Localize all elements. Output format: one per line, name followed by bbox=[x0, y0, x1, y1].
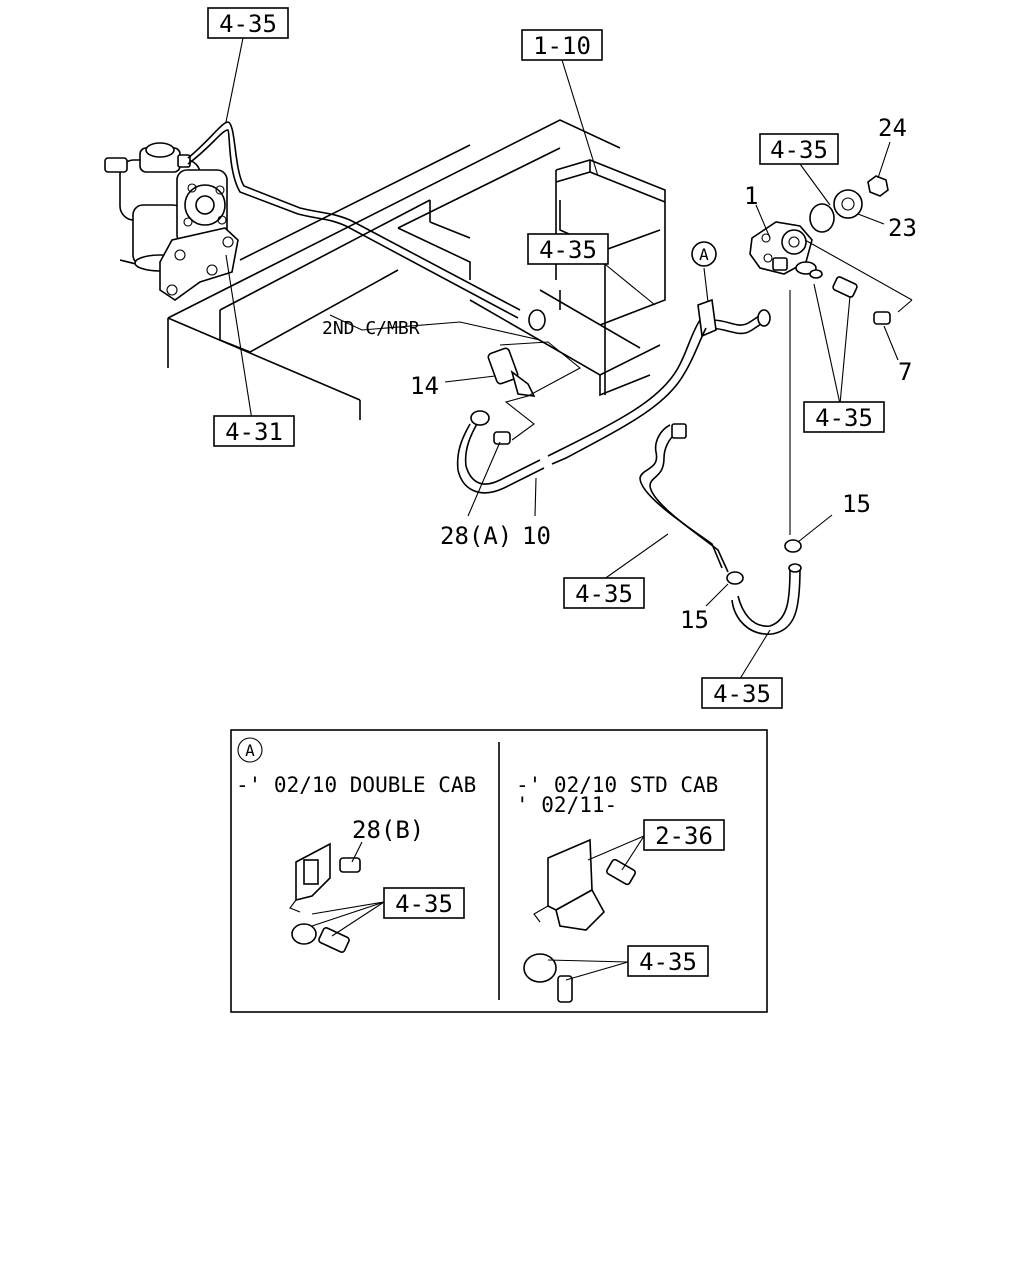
leader-lines bbox=[225, 37, 899, 683]
part-label-28a: 28(A) bbox=[440, 522, 512, 550]
oil-pump bbox=[749, 175, 913, 325]
ref-box-2: 1-10 bbox=[521, 29, 603, 61]
pressure-pipe bbox=[187, 121, 546, 331]
ref-box-4: 4-35 bbox=[759, 133, 839, 165]
ref-text: 4-35 bbox=[770, 136, 828, 164]
ref-text: 4-35 bbox=[219, 10, 277, 38]
inset-circle-a-label: A bbox=[245, 741, 255, 760]
ref-box-1: 4-35 bbox=[207, 7, 289, 39]
circle-a-label: A bbox=[699, 245, 709, 264]
pump-hose bbox=[711, 290, 791, 535]
ref-text: 2-36 bbox=[655, 822, 713, 850]
ref-text: 4-35 bbox=[575, 580, 633, 608]
return-hose bbox=[639, 423, 802, 635]
ref-box-10: 2-36 bbox=[643, 819, 725, 851]
ref-box-5: 4-31 bbox=[213, 415, 295, 447]
std-cab-bracket bbox=[523, 835, 645, 1003]
part-labels: 24 1 23 7 14 15 15 28(A) 10 2ND C/MBR A bbox=[322, 114, 917, 634]
ref-text: 4-35 bbox=[639, 948, 697, 976]
ref-text: 4-35 bbox=[539, 236, 597, 264]
ref-box-7: 4-35 bbox=[563, 577, 645, 609]
part-label-14: 14 bbox=[410, 372, 439, 400]
inset-right-title-2: ' 02/11- bbox=[516, 793, 617, 817]
ref-text: 1-10 bbox=[533, 32, 591, 60]
ref-box-11: 4-35 bbox=[627, 945, 709, 977]
return-pipe bbox=[456, 319, 707, 494]
ref-text: 4-35 bbox=[395, 890, 453, 918]
part-label-10: 10 bbox=[522, 522, 551, 550]
inset-left-title: -' 02/10 DOUBLE CAB bbox=[236, 773, 476, 797]
ref-box-3: 4-35 bbox=[527, 233, 609, 265]
ref-text: 4-35 bbox=[713, 680, 771, 708]
bracket-a bbox=[691, 241, 717, 338]
ref-box-6: 4-35 bbox=[803, 401, 885, 433]
ref-box-9: 4-35 bbox=[383, 887, 465, 919]
part-label-7: 7 bbox=[898, 358, 912, 386]
steering-gear-box bbox=[104, 142, 239, 301]
ref-text: 4-31 bbox=[225, 418, 283, 446]
part-label-1: 1 bbox=[744, 182, 758, 210]
ref-box-8: 4-35 bbox=[701, 677, 783, 709]
cross-member-label: 2ND C/MBR bbox=[322, 318, 420, 339]
part-label-23: 23 bbox=[888, 214, 917, 242]
part-label-24: 24 bbox=[878, 114, 907, 142]
part-label-15: 15 bbox=[680, 606, 709, 634]
detail-inset: A -' 02/10 DOUBLE CAB -' 02/10 STD CAB '… bbox=[230, 729, 768, 1013]
clamp-14 bbox=[487, 341, 581, 445]
ref-text: 4-35 bbox=[815, 404, 873, 432]
double-cab-bracket bbox=[289, 841, 385, 953]
inset-right-title-1: -' 02/10 STD CAB bbox=[516, 773, 718, 797]
part-label-15: 15 bbox=[842, 490, 871, 518]
part-label-28b: 28(B) bbox=[352, 816, 424, 844]
